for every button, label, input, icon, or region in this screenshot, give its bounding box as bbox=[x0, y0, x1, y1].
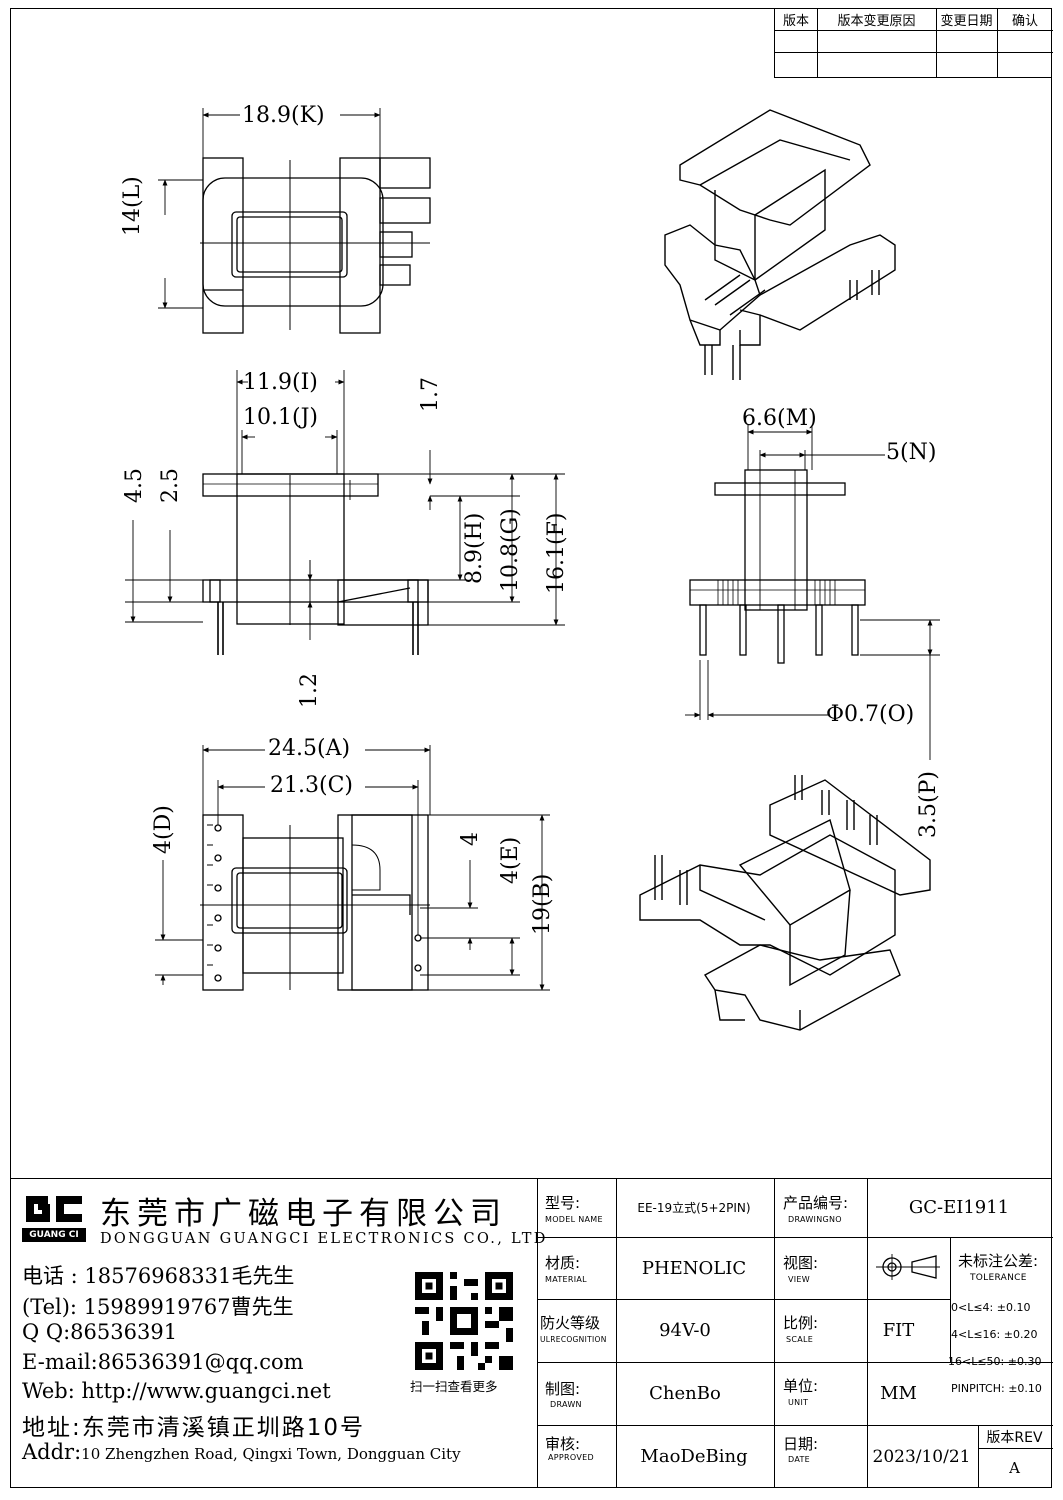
dim-O: Φ0.7(O) bbox=[826, 702, 915, 727]
drawing-border bbox=[10, 8, 1052, 1488]
title-block bbox=[537, 1178, 1053, 1488]
scale-value: FIT bbox=[882, 1320, 915, 1341]
flame-label: 防火等级 bbox=[540, 1314, 601, 1332]
contact-addr-en: Addr:10 Zhengzhen Road, Qingxi Town, Don… bbox=[22, 1440, 461, 1464]
rev-header-confirm: 确认 bbox=[1011, 13, 1038, 29]
dim-4-5: 4.5 bbox=[122, 468, 147, 503]
material-label-en: MATERIAL bbox=[545, 1275, 587, 1284]
rev-header-date: 变更日期 bbox=[940, 13, 993, 29]
dim-N: 5(N) bbox=[886, 440, 937, 465]
view-label: 视图: bbox=[783, 1254, 819, 1272]
logo-text: GUANG CI bbox=[29, 1230, 79, 1240]
date-value: 2023/10/21 bbox=[872, 1446, 971, 1467]
rev-header-reason: 版本变更原因 bbox=[837, 13, 916, 29]
dim-C: 21.3(C) bbox=[270, 773, 353, 798]
approved-label-en: APPROVED bbox=[548, 1453, 594, 1462]
material-value: PHENOLIC bbox=[641, 1257, 747, 1279]
tolerance-row-1: 0<L≤4: ±0.10 bbox=[951, 1301, 1031, 1314]
rev-label: 版本REV bbox=[986, 1429, 1043, 1446]
dim-M: 6.6(M) bbox=[742, 406, 817, 431]
qr-caption: 扫一扫查看更多 bbox=[410, 1379, 498, 1394]
dim-K: 18.9(K) bbox=[242, 103, 325, 128]
model-value: EE-19立式(5+2PIN) bbox=[637, 1201, 751, 1215]
drawing-no-label-en: DRAWINGNO bbox=[788, 1215, 842, 1224]
tolerance-row-4: PINPITCH: ±0.10 bbox=[951, 1382, 1042, 1395]
scale-label: 比例: bbox=[783, 1314, 819, 1332]
material-label: 材质: bbox=[545, 1254, 581, 1272]
model-label: 型号: bbox=[545, 1194, 581, 1212]
qr-code[interactable] bbox=[415, 1272, 513, 1370]
dim-I: 11.9(I) bbox=[243, 370, 318, 395]
drawn-value: ChenBo bbox=[649, 1383, 721, 1404]
isometric-view-bottom bbox=[639, 775, 931, 1031]
company-logo: GUANG CI bbox=[22, 1190, 86, 1242]
tolerance-row-3: 16<L≤50: ±0.30 bbox=[948, 1355, 1042, 1368]
tolerance-label: 未标注公差: bbox=[958, 1252, 1039, 1270]
projection-symbol-icon bbox=[872, 1252, 944, 1286]
isometric-view-top bbox=[664, 109, 896, 380]
dim-F: 16.1(F) bbox=[544, 512, 569, 594]
drawn-label: 制图: bbox=[545, 1380, 581, 1398]
date-label-en: DATE bbox=[788, 1455, 811, 1464]
contact-tel: (Tel): 15989919767曹先生 bbox=[22, 1295, 294, 1319]
dim-G: 10.8(G) bbox=[498, 508, 523, 592]
front-view bbox=[125, 370, 565, 655]
dim-B: 19(B) bbox=[530, 873, 555, 935]
dim-L: 14(L) bbox=[120, 176, 145, 236]
approved-value: MaoDeBing bbox=[640, 1446, 748, 1467]
company-name-en: DONGGUAN GUANGCI ELECTRONICS CO., LTD bbox=[100, 1231, 548, 1247]
flame-label-en: ULRECOGNITION bbox=[540, 1335, 607, 1344]
dim-1-7: 1.7 bbox=[418, 377, 443, 412]
unit-value: MM bbox=[880, 1383, 917, 1404]
dim-P: 3.5(P) bbox=[916, 771, 941, 838]
rev-header-version: 版本 bbox=[782, 13, 809, 29]
qr-code-icon bbox=[415, 1272, 513, 1370]
rev-value: A bbox=[1009, 1459, 1020, 1477]
drawn-label-en: DRAWN bbox=[550, 1400, 582, 1409]
dim-E: 4(E) bbox=[498, 836, 523, 884]
contact-qq: Q Q:86536391 bbox=[22, 1320, 178, 1344]
flame-value: 94V-0 bbox=[659, 1320, 711, 1341]
side-view bbox=[685, 425, 940, 760]
contact-email: E-mail:86536391@qq.com bbox=[22, 1350, 304, 1374]
dim-J: 10.1(J) bbox=[243, 405, 318, 430]
drawing-no-value: GC-EI1911 bbox=[908, 1197, 1010, 1218]
addr-en: 10 Zhengzhen Road, Qingxi Town, Dongguan… bbox=[81, 1445, 461, 1463]
addr-prefix: Addr: bbox=[22, 1440, 82, 1464]
tolerance-row-2: 4<L≤16: ±0.20 bbox=[951, 1328, 1038, 1341]
bottom-view bbox=[155, 745, 550, 991]
footer-divider bbox=[10, 1178, 1052, 1179]
tolerance-label-en: TOLERANCE bbox=[970, 1273, 1027, 1283]
model-label-en: MODEL NAME bbox=[545, 1215, 603, 1224]
scale-label-en: SCALE bbox=[786, 1335, 814, 1344]
unit-label: 单位: bbox=[783, 1377, 819, 1395]
dim-D: 4(D) bbox=[151, 805, 176, 854]
contact-phone: 电话 : 18576968331毛先生 bbox=[22, 1264, 295, 1288]
gc-logo-icon bbox=[22, 1190, 86, 1242]
dim-H: 8.9(H) bbox=[462, 512, 487, 584]
view-label-en: VIEW bbox=[788, 1275, 810, 1284]
contact-addr-cn: 地址:东莞市清溪镇正圳路10号 bbox=[22, 1415, 366, 1441]
company-name-cn: 东莞市广磁电子有限公司 bbox=[100, 1196, 507, 1232]
contact-web[interactable]: Web: http://www.guangci.net bbox=[22, 1379, 331, 1403]
dim-A: 24.5(A) bbox=[268, 736, 351, 761]
unit-label-en: UNIT bbox=[788, 1398, 809, 1407]
revision-table: 版本 版本变更原因 变更日期 确认 bbox=[774, 8, 1053, 78]
technical-drawing bbox=[125, 108, 940, 1031]
dim-2-5: 2.5 bbox=[158, 468, 183, 503]
drawing-no-label: 产品编号: bbox=[783, 1194, 849, 1212]
top-view bbox=[158, 108, 431, 334]
dim-4: 4 bbox=[458, 832, 483, 846]
approved-label: 审核: bbox=[545, 1435, 581, 1453]
dim-1-2: 1.2 bbox=[297, 673, 322, 708]
date-label: 日期: bbox=[783, 1435, 819, 1453]
